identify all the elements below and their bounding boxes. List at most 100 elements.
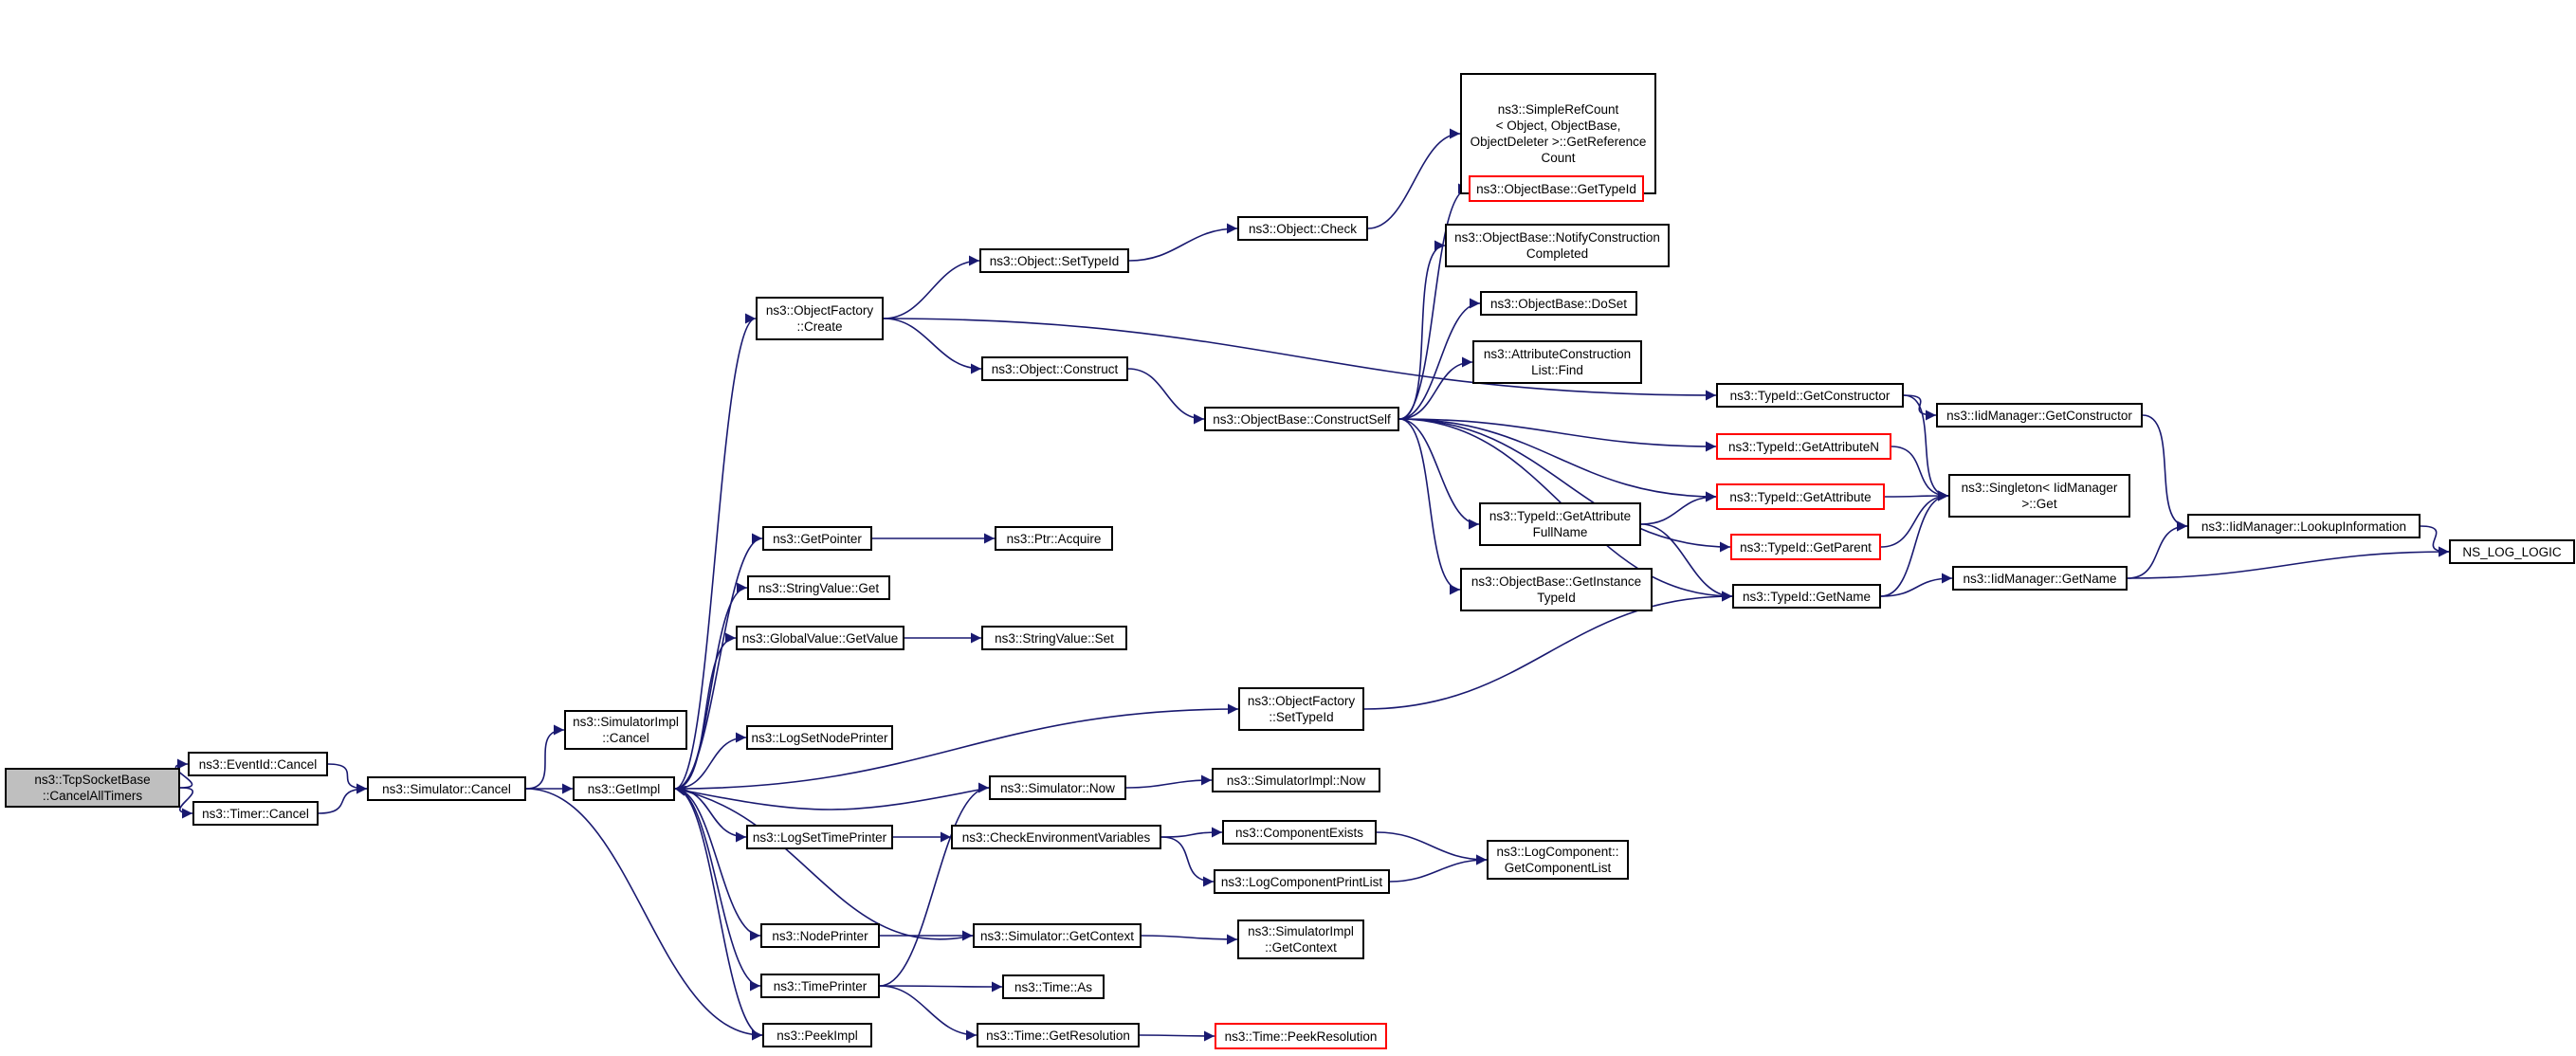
- node-time-peekresolution[interactable]: ns3::Time::PeekResolution: [1215, 1023, 1387, 1049]
- edge-sim_getcontext-to-getimpl: [674, 785, 974, 940]
- edge-sim_getcontext-to-simimpl_getcontext: [1141, 934, 1238, 945]
- edge-checkenvvars-to-logcomponentprintlist: [1160, 836, 1215, 887]
- edge-getimpl-to-nodeprinter: [674, 788, 761, 941]
- edge-checkenvvars-to-componentexists: [1160, 827, 1223, 838]
- node-object-check[interactable]: ns3::Object::Check: [1237, 216, 1368, 241]
- node-iidmanager-getconstructor[interactable]: ns3::IidManager::GetConstructor: [1936, 403, 2143, 428]
- edge-objfactory_create-to-object_settypeid: [883, 255, 980, 319]
- edge-objbase_constructself-to-typeid_getattr_fullname: [1398, 418, 1480, 530]
- node-timer-cancel[interactable]: ns3::Timer::Cancel: [192, 801, 319, 826]
- node-objectbase-doset[interactable]: ns3::ObjectBase::DoSet: [1480, 291, 1637, 316]
- node-typeid-getattribute[interactable]: ns3::TypeId::GetAttribute: [1716, 483, 1885, 510]
- edge-objbase_constructself-to-typeid_getattribute: [1398, 418, 1717, 502]
- node-logcomponentprintlist[interactable]: ns3::LogComponentPrintList: [1214, 869, 1390, 894]
- node-globalvalue-getvalue[interactable]: ns3::GlobalValue::GetValue: [736, 626, 904, 650]
- edge-tcp_cancel_all-to-timer_cancel: [178, 787, 194, 819]
- edge-getimpl-to-globalvalue_getvalue: [674, 632, 737, 790]
- edge-objfactory_create-to-object_construct: [883, 318, 982, 374]
- node-time-getresolution[interactable]: ns3::Time::GetResolution: [977, 1023, 1140, 1047]
- edge-objbase_constructself-to-typeid_getattributen: [1398, 418, 1717, 452]
- node-tcp-cancel-all-timers[interactable]: ns3::TcpSocketBase ::CancelAllTimers: [5, 768, 180, 808]
- node-objectfactory-settypeid[interactable]: ns3::ObjectFactory ::SetTypeId: [1238, 687, 1364, 731]
- node-logcomponent-getcomponentlist[interactable]: ns3::LogComponent:: GetComponentList: [1487, 840, 1629, 880]
- edge-iid_getconstructor-to-iid_lookupinfo: [2142, 414, 2188, 532]
- edge-objbase_constructself-to-typeid_getparent: [1398, 418, 1731, 553]
- edge-typeid_getattr_fullname-to-typeid_getname: [1640, 523, 1733, 602]
- edge-typeid_getattributen-to-singleton_get: [1891, 446, 1949, 501]
- node-typeid-getattributefullname[interactable]: ns3::TypeId::GetAttribute FullName: [1479, 502, 1641, 546]
- node-ns-log-logic[interactable]: NS_LOG_LOGIC: [2449, 539, 2575, 564]
- edge-getimpl-to-objfactory_create: [674, 313, 757, 790]
- edge-object_construct-to-objbase_constructself: [1127, 368, 1205, 425]
- node-object-settypeid[interactable]: ns3::Object::SetTypeId: [979, 248, 1129, 273]
- edge-sim_now-to-simimpl_now: [1125, 774, 1213, 789]
- node-stringvalue-set[interactable]: ns3::StringValue::Set: [981, 626, 1127, 650]
- edge-objfactory_settypeid-to-typeid_getname: [1363, 591, 1733, 710]
- node-simulator-getcontext[interactable]: ns3::Simulator::GetContext: [973, 923, 1142, 948]
- edge-getimpl-to-timeprinter: [674, 788, 761, 992]
- node-singleton-iidmanager-get[interactable]: ns3::Singleton< IidManager >::Get: [1948, 474, 2130, 518]
- node-object-construct[interactable]: ns3::Object::Construct: [981, 356, 1128, 381]
- node-simulatorimpl-getcontext[interactable]: ns3::SimulatorImpl ::GetContext: [1237, 919, 1364, 959]
- node-ptr-acquire[interactable]: ns3::Ptr::Acquire: [995, 526, 1113, 551]
- edge-objbase_constructself-to-objbase_getinstancetypeid: [1398, 418, 1461, 595]
- node-simulatorimpl-now[interactable]: ns3::SimulatorImpl::Now: [1212, 768, 1380, 792]
- node-getpointer[interactable]: ns3::GetPointer: [762, 526, 872, 551]
- edge-objbase_constructself-to-objbase_doset: [1398, 298, 1481, 420]
- node-peekimpl[interactable]: ns3::PeekImpl: [762, 1023, 872, 1047]
- edge-typeid_getname-to-singleton_get: [1880, 490, 1949, 597]
- node-nodeprinter[interactable]: ns3::NodePrinter: [760, 923, 880, 948]
- edge-time_getresolution-to-time_peekresolution: [1139, 1030, 1215, 1042]
- edge-typeid_getname-to-iid_getname: [1880, 573, 1953, 597]
- node-objectbase-constructself[interactable]: ns3::ObjectBase::ConstructSelf: [1204, 407, 1399, 431]
- edge-typeid_getattr_fullname-to-typeid_getattribute: [1640, 491, 1717, 525]
- node-objectbase-notifyconstructioncompleted[interactable]: ns3::ObjectBase::NotifyConstruction Comp…: [1445, 224, 1670, 267]
- node-simulatorimpl-cancel[interactable]: ns3::SimulatorImpl ::Cancel: [564, 710, 687, 750]
- edge-timer_cancel-to-sim_cancel: [318, 783, 368, 814]
- edge-iid_lookupinfo-to-ns_log_logic: [2420, 525, 2450, 557]
- edge-logcomponentprintlist-to-logcomponent_getlist: [1389, 854, 1488, 883]
- node-timeprinter[interactable]: ns3::TimePrinter: [760, 974, 880, 998]
- node-getimpl[interactable]: ns3::GetImpl: [573, 776, 675, 801]
- edge-tcp_cancel_all-to-eventid_cancel: [174, 758, 193, 789]
- node-stringvalue-get[interactable]: ns3::StringValue::Get: [747, 575, 890, 600]
- node-simplerefcount-getreferencecount[interactable]: ns3::SimpleRefCount < Object, ObjectBase…: [1460, 73, 1656, 194]
- node-simulator-now[interactable]: ns3::Simulator::Now: [989, 775, 1126, 800]
- edge-objbase_constructself-to-objbase_notify: [1398, 240, 1446, 420]
- node-typeid-getattributen[interactable]: ns3::TypeId::GetAttributeN: [1716, 433, 1891, 460]
- edge-objfactory_create-to-typeid_getconstructor: [883, 318, 1717, 401]
- node-componentexists[interactable]: ns3::ComponentExists: [1222, 820, 1377, 845]
- edge-sim_cancel-to-simimpl_cancel: [525, 724, 565, 790]
- edge-componentexists-to-logcomponent_getlist: [1376, 831, 1488, 865]
- edge-typeid_getparent-to-singleton_get: [1880, 490, 1949, 548]
- node-typeid-getparent[interactable]: ns3::TypeId::GetParent: [1730, 534, 1881, 560]
- edge-object_settypeid-to-object_check: [1128, 223, 1238, 262]
- edge-object_check-to-simplerefcount: [1367, 128, 1461, 229]
- edge-iid_getname-to-ns_log_logic: [2127, 546, 2450, 579]
- node-iidmanager-getname[interactable]: ns3::IidManager::GetName: [1952, 566, 2128, 591]
- node-iidmanager-lookupinformation[interactable]: ns3::IidManager::LookupInformation: [2187, 514, 2421, 538]
- edge-timeprinter-to-sim_now: [879, 782, 990, 987]
- node-objectbase-gettypeid[interactable]: ns3::ObjectBase::GetTypeId: [1469, 175, 1644, 202]
- edge-getimpl-to-peekimpl: [674, 788, 763, 1041]
- edge-typeid_getconstructor-to-singleton_get: [1903, 394, 1949, 501]
- node-checkenvironmentvariables[interactable]: ns3::CheckEnvironmentVariables: [951, 825, 1161, 849]
- edge-sim_cancel-to-peekimpl: [525, 788, 763, 1041]
- node-eventid-cancel[interactable]: ns3::EventId::Cancel: [188, 752, 328, 776]
- edge-timeprinter-to-time_as: [879, 981, 1003, 992]
- node-logsettimeprinter[interactable]: ns3::LogSetTimePrinter: [746, 825, 893, 849]
- node-objectbase-getinstancetypeid[interactable]: ns3::ObjectBase::GetInstance TypeId: [1460, 568, 1653, 611]
- node-typeid-getname[interactable]: ns3::TypeId::GetName: [1732, 584, 1881, 609]
- node-time-as[interactable]: ns3::Time::As: [1002, 974, 1105, 999]
- edge-timeprinter-to-time_getresolution: [879, 985, 977, 1041]
- node-attributeconstructionlist-find[interactable]: ns3::AttributeConstruction List::Find: [1472, 340, 1642, 384]
- node-objectfactory-create[interactable]: ns3::ObjectFactory ::Create: [756, 297, 884, 340]
- edge-objbase_constructself-to-attrconst_find: [1398, 356, 1473, 420]
- node-typeid-getconstructor[interactable]: ns3::TypeId::GetConstructor: [1716, 383, 1904, 408]
- edge-getimpl-to-objfactory_settypeid: [674, 703, 1239, 790]
- edge-sim_now-to-getimpl: [674, 785, 990, 810]
- node-simulator-cancel[interactable]: ns3::Simulator::Cancel: [367, 776, 526, 801]
- node-logsetnodeprinter[interactable]: ns3::LogSetNodePrinter: [746, 725, 893, 750]
